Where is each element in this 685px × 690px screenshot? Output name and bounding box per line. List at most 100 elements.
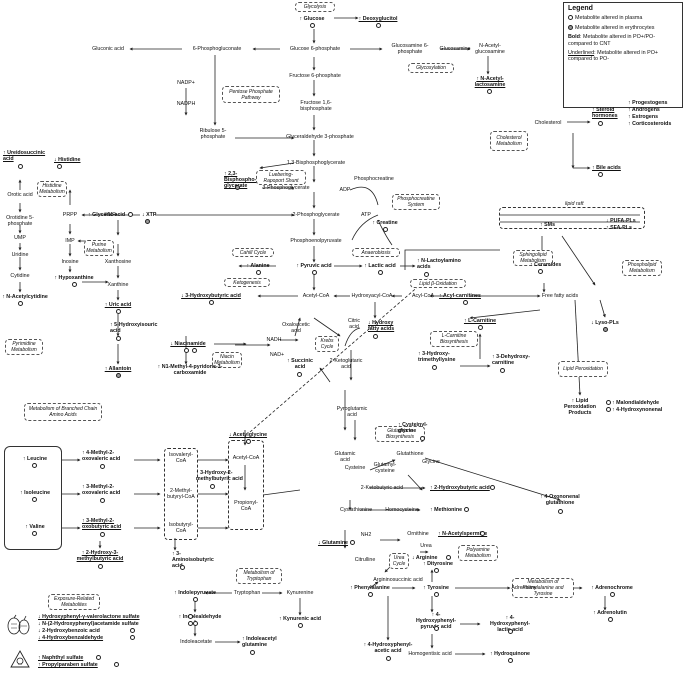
phospholipid-box: Phospholipid Metabolism (622, 260, 662, 276)
bcaa-amino-acid-frame (4, 446, 62, 550)
marker-hpla (508, 629, 513, 634)
node-orotic: Orotic acid (7, 192, 33, 198)
marker-propylparaben (114, 662, 119, 667)
marker-indolealde (193, 621, 198, 626)
node-tryptophan: Tryptophan (233, 590, 261, 596)
node-adp: ADP (339, 187, 351, 193)
node-nadph: NADPH (176, 101, 196, 107)
urea-box: Urea Cycle (389, 553, 409, 569)
node-hmb2: ↑ 2-Hydroxy-3-methylbutyric acid (76, 550, 124, 562)
plasma-marker-icon (568, 15, 573, 21)
node-xmp: XMP (104, 212, 116, 218)
node-mda: ↑ Malondialdehyde (612, 400, 660, 406)
bcaa-coa-frame (164, 448, 198, 540)
marker-cysgly (420, 436, 425, 441)
sphingolipid-box: Sphingolipid Metabolism (513, 250, 553, 266)
node-cysta: Cystathionine (339, 507, 373, 513)
node-cysgly: ↑ Cysteinyl-glycine (398, 422, 428, 434)
node-creatine: ↑ Creatine (372, 220, 398, 226)
node-nacglcn: N-Acetyl-glucosamine (475, 43, 505, 55)
node-pep: Phosphoenolpyruvate (290, 238, 342, 244)
node-hba2: ↑ 2-Hydroxybutyric acid (430, 485, 490, 491)
node-glyceric: ↑ Glyceric acid (88, 212, 126, 218)
node-dhc: ↑ 3-Dehydroxy-carnitine (492, 354, 530, 366)
node-kynurenine: Kynurenine (286, 590, 314, 596)
node-deoxyglucitol: ↑ Deoxyglucitol (358, 16, 398, 22)
node-phe: ↑ Phenylalanine (350, 585, 390, 591)
node-gluconic: Gluconic acid (92, 46, 124, 52)
glycosylation-box: Glycosylation (408, 63, 454, 73)
node-glcn: Glucosamine (439, 46, 471, 52)
node-adrenochrome: ↑ Adrenochrome (591, 585, 633, 591)
marker-arginine (446, 555, 451, 560)
node-xtp: ↓ XTP (142, 212, 157, 218)
node-lactic: ↑ Lactic acid (364, 263, 396, 269)
marker-allantoin (116, 373, 121, 378)
bcaa-product-frame (228, 440, 264, 530)
cholesterol-box: Cholesterol Metabolism (490, 131, 528, 151)
node-pyroglu: Pyroglutamic acid (336, 406, 368, 418)
marker-adrenochrome (610, 592, 615, 597)
node-nlac: ↑ N-Lactoylamino acids (417, 258, 461, 270)
node-hvvls: ↓ Hydroxyphenyl-γ-valerolactone sulfate (38, 614, 140, 620)
node-progest: ↑ Progestogens (628, 100, 668, 106)
node-sfa: ↑ SFA-PLs (606, 225, 632, 231)
node-hmb3: ↑ 3-Hydroxy-2-methylbutyric acid (196, 470, 243, 482)
marker-hba2 (490, 485, 495, 490)
marker-isoleucine (32, 497, 37, 502)
marker-dhc (500, 368, 505, 373)
marker-hne (606, 407, 611, 412)
marker-lysopl (603, 327, 608, 332)
node-pufa: ↓ PUFA-PLs (606, 218, 636, 224)
node-orotidine: Orotidine 5-phosphate (6, 215, 34, 227)
node-glutathione: Glutathione (396, 451, 424, 457)
marker-ceramides (538, 269, 543, 274)
node-6pg: 6-Phosphogluconate (192, 46, 242, 52)
marker-niacinamide (184, 348, 189, 353)
node-nh2: NH2 (360, 532, 372, 538)
node-2pg: 2-Phosphoglycerate (292, 212, 340, 218)
marker-dhba (130, 628, 135, 633)
node-g6p: Glucose 6-phosphate (289, 46, 341, 52)
node-lysopl: ↓ Lyso-PLs (591, 320, 619, 326)
marker-hvvls (188, 614, 193, 619)
marker-nacetylcyt (18, 301, 23, 306)
node-f6p: Fructose 6-phosphate (289, 73, 341, 79)
marker-leucine (32, 463, 37, 468)
node-npy: ↑ N1-Methyl-4-pyridone-3-carboxamide (157, 364, 223, 376)
marker-thtml (432, 365, 437, 370)
node-leucine: ↑ Leucine (22, 456, 48, 462)
node-ureido: ↑ Ureidosuccinic acid (3, 150, 46, 162)
node-andro: ↑ Androgens (628, 107, 660, 113)
legend-title: Legend (568, 5, 593, 12)
node-glutamic: Glutamic acid (334, 451, 356, 463)
tryptophan-box: Metabolism of Tryptophan (236, 568, 282, 584)
node-nacetylcyt: ↑ N-Acetylcytidine (2, 294, 48, 300)
node-hfa: ↓ Hydroxy fatty acids (368, 320, 395, 332)
node-glucys: Glutamyl-cysteine (373, 462, 397, 474)
node-hacoa: Hydroxyacyl-CoA (351, 293, 393, 299)
marker-hypox (72, 282, 77, 287)
glycolysis-box: Glycolysis (295, 2, 335, 12)
node-nacl: ↑ N-Acetyl-lactosamine (474, 76, 506, 88)
node-indoleacetate: Indoleacetate (180, 639, 212, 645)
marker-glutamine (350, 540, 355, 545)
marker-steroid (598, 121, 603, 126)
marker-glucose (310, 23, 315, 28)
node-naphthyl: ↑ Naphthyl sulfate (38, 655, 84, 661)
node-glucose: ↑ Glucose (299, 16, 325, 22)
node-hne: ↑ 4-Hydroxynonenal (612, 407, 663, 413)
node-alanine: ↑ Alanine (246, 263, 270, 269)
node-allantoin: ↑ Allantoin (104, 366, 132, 372)
node-adrenolutin: ↑ Adrenolutin (593, 610, 627, 616)
node-kba: 2-Ketobutyric acid (360, 485, 404, 491)
marker-nlac (424, 272, 429, 277)
node-cysteine: Cysteine (344, 465, 366, 471)
node-dhba: ↓ 2-Hydroxybenzoic acid (38, 628, 100, 634)
marker-phe (368, 592, 373, 597)
node-imp: IMP (65, 238, 75, 244)
node-ceramides: ↑ Ceramides (530, 262, 562, 268)
node-hba: ↓ 3-Hydroxybutyric acid (181, 293, 241, 299)
node-lpp: ↑ Lipid Peroxidation Products (563, 398, 597, 416)
marker-iag (250, 650, 255, 655)
